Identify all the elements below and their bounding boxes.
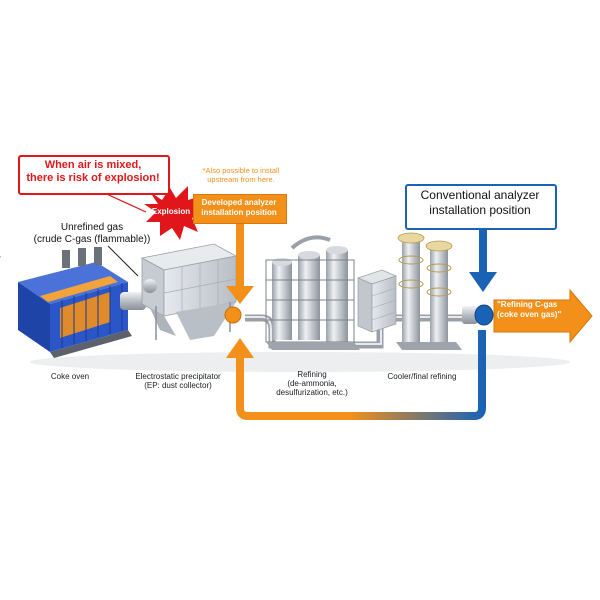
ground-shadow bbox=[30, 352, 570, 372]
return-arrow-head bbox=[226, 338, 254, 358]
output-line-2: (coke oven gas)" bbox=[497, 309, 562, 319]
refining-c-gas-label: "Refining C-gas (coke oven gas)" bbox=[497, 300, 577, 319]
unrefined-line-1: Unrefined gas bbox=[60, 222, 124, 233]
unrefined-gas-label: Unrefined gas (crude C-gas (flammable)) bbox=[22, 222, 162, 245]
refining-line-3: desulfurization, etc.) bbox=[276, 388, 348, 398]
output-arrow bbox=[493, 288, 593, 344]
developed-line-1: Developed analyzer bbox=[201, 198, 277, 207]
conventional-analyzer-text: Conventional analyzer installation posit… bbox=[407, 188, 553, 218]
electrostatic-precipitator bbox=[140, 243, 242, 340]
explosion-warning-text: When air is mixed, there is risk of expl… bbox=[20, 159, 166, 185]
ep-line-2: (EP: dust collector) bbox=[144, 381, 212, 391]
explosion-burst-icon bbox=[144, 186, 206, 240]
conventional-arrow-head bbox=[469, 272, 497, 292]
refining-label: Refining (de-ammonia, desulfurization, e… bbox=[262, 370, 362, 398]
cooler-final-refining-label: Cooler/final refining bbox=[387, 372, 457, 381]
output-line-1: "Refining C-gas bbox=[497, 300, 558, 309]
conventional-analyzer-box bbox=[405, 184, 557, 230]
warning-line-2: there is risk of explosion! bbox=[26, 172, 160, 185]
refining-line-1: Refining bbox=[297, 370, 327, 379]
conventional-arrow-shaft bbox=[479, 228, 487, 278]
coke-oven bbox=[0, 247, 146, 358]
developed-analyzer-text: Developed analyzer installation position bbox=[193, 198, 285, 217]
return-flow-line bbox=[236, 330, 486, 420]
coke-oven-label: Coke oven bbox=[50, 372, 90, 381]
explosion-warning-box bbox=[18, 155, 170, 195]
developed-arrow-shaft bbox=[236, 222, 244, 292]
also-line-1: *Also possible to install bbox=[202, 166, 280, 175]
explosion-label: Explosion bbox=[151, 207, 191, 216]
developed-line-2: installation position bbox=[201, 207, 277, 217]
conventional-line-1: Conventional analyzer bbox=[420, 188, 540, 202]
refining-line-2: (de-ammonia, bbox=[287, 379, 337, 389]
also-possible-note: *Also possible to install upstream from … bbox=[182, 166, 300, 184]
warning-line-1: When air is mixed, bbox=[44, 159, 142, 171]
also-line-2: upstream from here. bbox=[207, 174, 275, 184]
developed-analyzer-box bbox=[193, 194, 287, 224]
cooler-final-refining bbox=[357, 232, 462, 350]
electrostatic-precipitator-label: Electrostatic precipitator (EP: dust col… bbox=[118, 372, 238, 390]
ep-line-1: Electrostatic precipitator bbox=[135, 372, 221, 381]
unrefined-leader bbox=[107, 245, 139, 277]
conventional-analyzer-unit bbox=[462, 304, 494, 326]
conventional-line-2: installation position bbox=[429, 203, 531, 217]
unrefined-line-2: (crude C-gas (flammable)) bbox=[33, 233, 151, 245]
refining-towers bbox=[265, 235, 360, 350]
developed-arrow-head bbox=[226, 286, 254, 304]
